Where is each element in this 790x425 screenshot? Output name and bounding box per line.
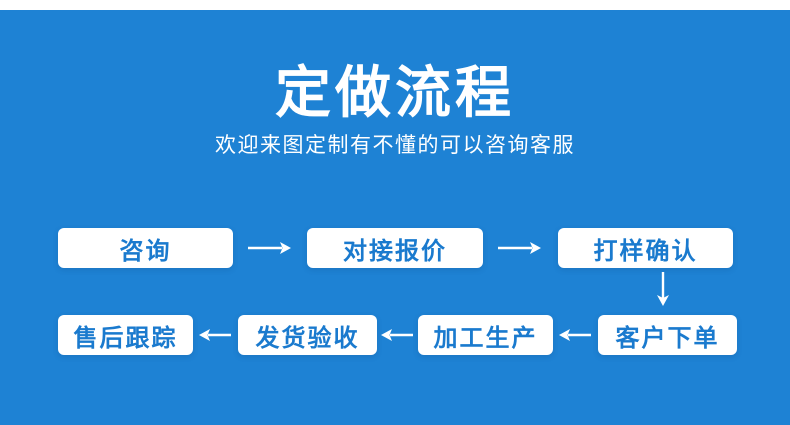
flow-step-customer-order: 客户下单 (598, 315, 737, 355)
page-title: 定做流程 (275, 61, 515, 124)
blue-panel (0, 10, 790, 425)
top-divider (0, 0, 790, 10)
flow-step-sample-confirm: 打样确认 (558, 228, 733, 268)
flow-step-quote: 对接报价 (307, 228, 483, 268)
flow-step-production: 加工生产 (418, 315, 553, 355)
flow-step-consult: 咨询 (58, 228, 233, 268)
arrow-down-icon (655, 272, 671, 306)
flow-step-delivery-check: 发货验收 (238, 315, 377, 355)
arrow-right-icon (497, 240, 541, 256)
arrow-left-icon (381, 327, 414, 343)
arrow-right-icon (247, 240, 291, 256)
flow-step-after-sales: 售后跟踪 (58, 315, 193, 355)
page-subtitle: 欢迎来图定制有不懂的可以咨询客服 (215, 134, 575, 157)
arrow-left-icon (199, 327, 232, 343)
arrow-left-icon (559, 327, 592, 343)
